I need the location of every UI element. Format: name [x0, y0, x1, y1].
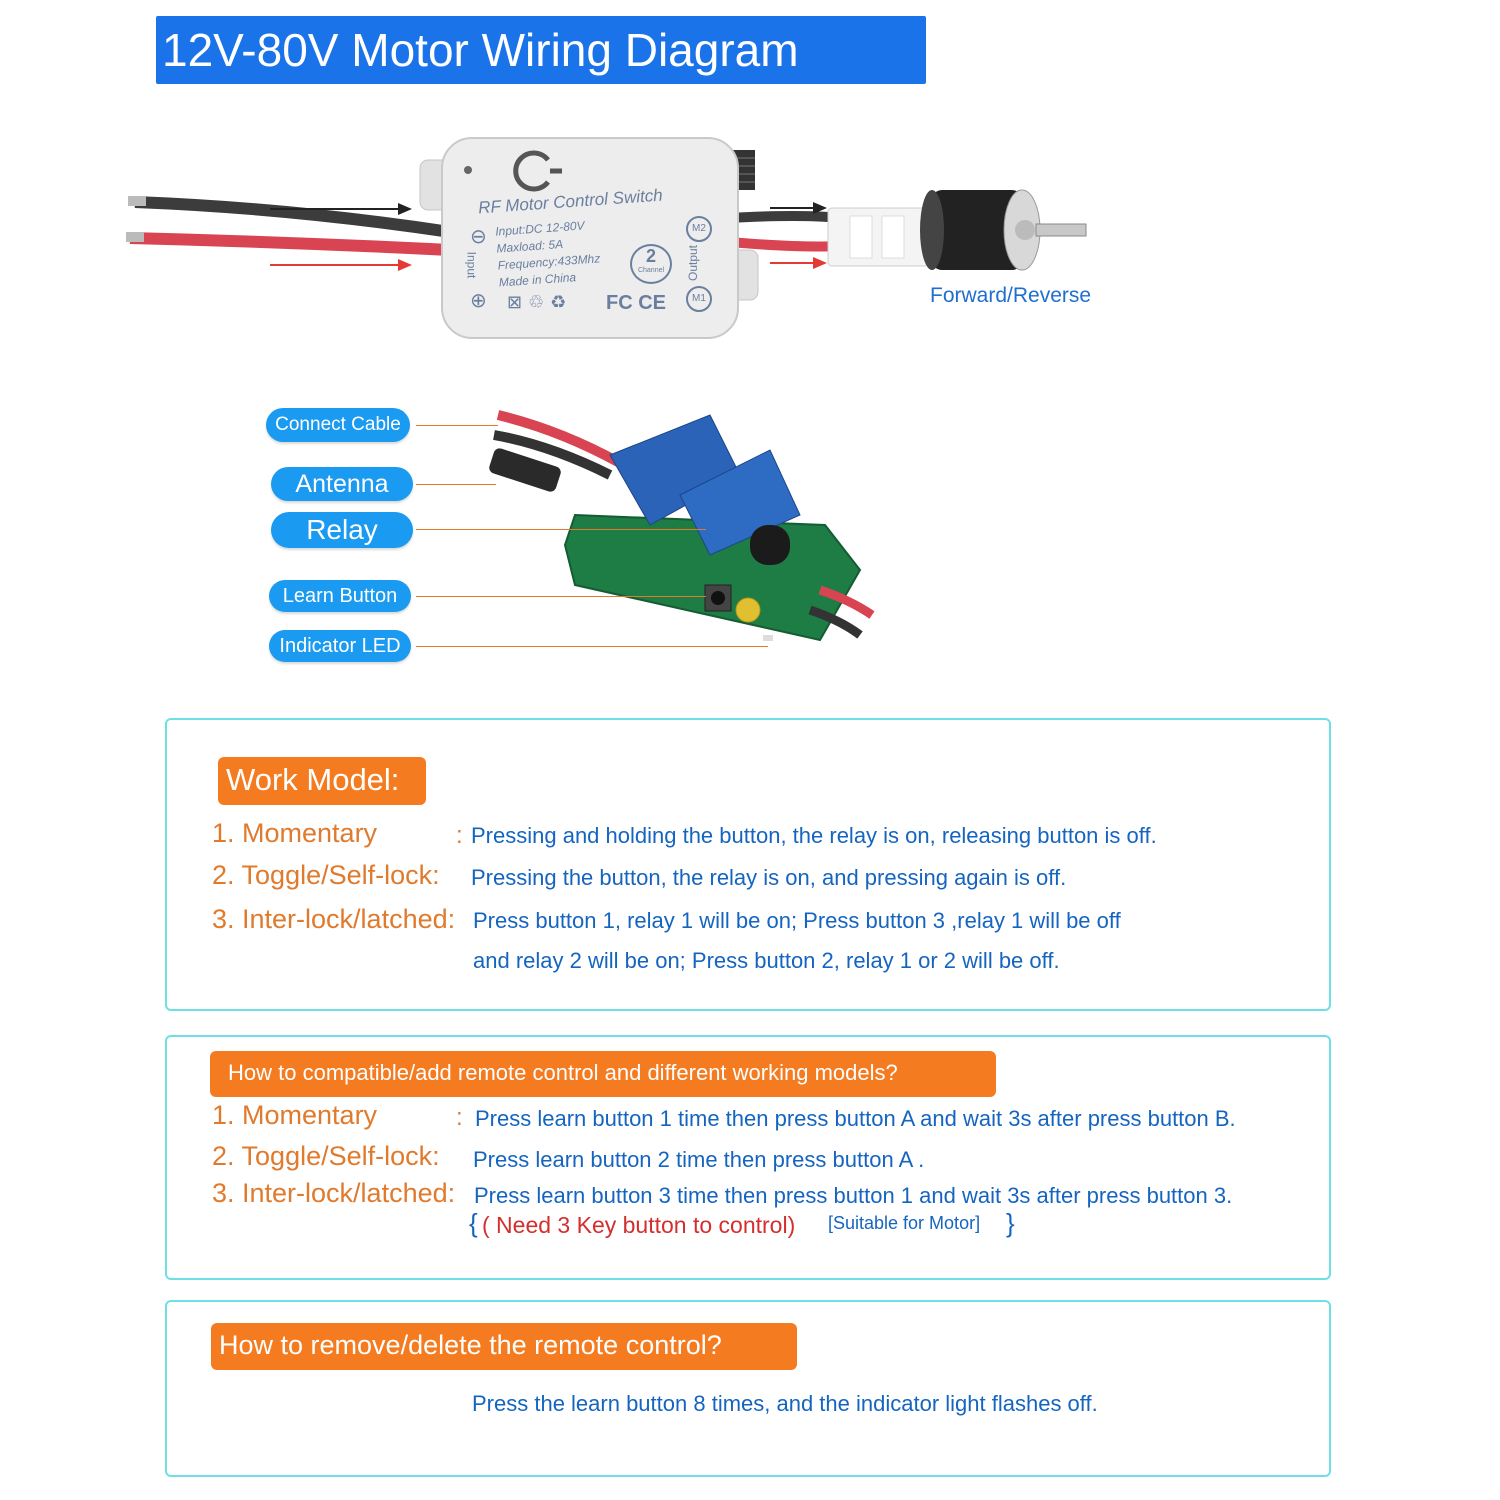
wire-tip	[126, 232, 144, 242]
inductor	[750, 525, 790, 565]
callout-antenna: Antenna	[271, 467, 413, 501]
add-desc-momentary: Press learn button 1 time then press but…	[475, 1106, 1236, 1131]
callout-indicator-led: Indicator LED	[269, 630, 411, 662]
indicator-led-component	[763, 635, 773, 641]
remove-remote-header: How to remove/delete the remote control?	[211, 1323, 797, 1370]
m1-terminal-badge: M1	[686, 286, 712, 312]
brace-close: }	[1006, 1208, 1015, 1238]
recycle-icons: ⊠♲♻	[507, 292, 573, 312]
callout-line	[416, 529, 706, 530]
channel-word: Channel	[637, 267, 665, 274]
colon: :	[456, 822, 463, 849]
switch-housing	[441, 137, 739, 339]
input-label: Input	[464, 251, 479, 279]
arrow-icon	[813, 257, 827, 269]
need-3-key-note: ( Need 3 Key button to control)	[482, 1212, 796, 1238]
add-remote-header: How to compatible/add remote control and…	[210, 1051, 996, 1097]
input-red-wire	[129, 232, 451, 256]
motor-caption: Forward/Reverse	[930, 284, 1092, 307]
brace-open: {	[469, 1208, 478, 1238]
remove-remote-panel	[165, 1300, 1331, 1477]
mode-label-toggle: 2. Toggle/Self-lock:	[212, 860, 440, 890]
mode-label-momentary: 1. Momentary	[212, 818, 378, 848]
device-specs: Input:DC 12-80V Maxload: 5A Frequency:43…	[495, 216, 602, 291]
callout-line	[416, 484, 496, 485]
colon: :	[456, 1104, 463, 1131]
arrow-icon	[813, 202, 827, 214]
output-label: Output	[686, 244, 701, 282]
suitable-for-motor-note: [Suitable for Motor]	[828, 1213, 981, 1233]
add-remote-panel	[165, 1035, 1331, 1280]
relay-2	[679, 449, 801, 556]
callout-relay: Relay	[271, 512, 413, 548]
minus-icon: ⊖	[470, 226, 487, 248]
channel-badge: 2 Channel	[630, 244, 672, 284]
antenna-coil	[489, 448, 561, 492]
mode-desc-toggle: Pressing the button, the relay is on, an…	[471, 865, 1067, 890]
capacitor	[735, 597, 761, 623]
pcb-board-image	[489, 410, 875, 642]
callout-learn-button: Learn Button	[269, 580, 411, 612]
mode-desc-momentary: Pressing and holding the button, the rel…	[471, 823, 1157, 848]
work-model-panel	[165, 718, 1331, 1011]
wire-tip	[128, 196, 146, 206]
terminal-block	[827, 207, 929, 267]
certification-marks: FC CE	[606, 292, 666, 314]
mode-desc-interlock-continued: and relay 2 will be on; Press button 2, …	[473, 948, 1060, 973]
callout-connect-cable: Connect Cable	[266, 408, 410, 442]
plus-icon: ⊕	[470, 290, 487, 312]
remove-remote-desc: Press the learn button 8 times, and the …	[472, 1391, 1098, 1416]
wiring-diagram	[126, 137, 1087, 339]
channel-number: 2	[645, 246, 656, 266]
page-title: 12V-80V Motor Wiring Diagram	[156, 16, 926, 84]
mode-label-toggle: 2. Toggle/Self-lock:	[212, 1141, 440, 1171]
add-desc-toggle: Press learn button 2 time then press but…	[473, 1147, 925, 1172]
mode-label-momentary: 1. Momentary	[212, 1100, 378, 1130]
input-black-wire	[134, 196, 451, 238]
motor-icon	[920, 189, 1087, 271]
callout-line	[416, 646, 768, 647]
arrow-icon	[398, 259, 412, 271]
connect-cable-wire	[496, 410, 623, 468]
callout-line	[416, 596, 706, 597]
work-model-header: Work Model:	[218, 757, 426, 805]
mode-label-interlock: 3. Inter-lock/latched:	[212, 1178, 456, 1208]
mode-label-interlock: 3. Inter-lock/latched:	[212, 904, 456, 934]
arrow-icon	[398, 203, 412, 215]
mode-desc-interlock: Press button 1, relay 1 will be on; Pres…	[473, 908, 1121, 933]
power-logo-icon	[513, 150, 550, 192]
m2-terminal-badge: M2	[686, 216, 712, 242]
callout-line	[416, 425, 498, 426]
add-desc-interlock: Press learn button 3 time then press but…	[474, 1183, 1233, 1208]
